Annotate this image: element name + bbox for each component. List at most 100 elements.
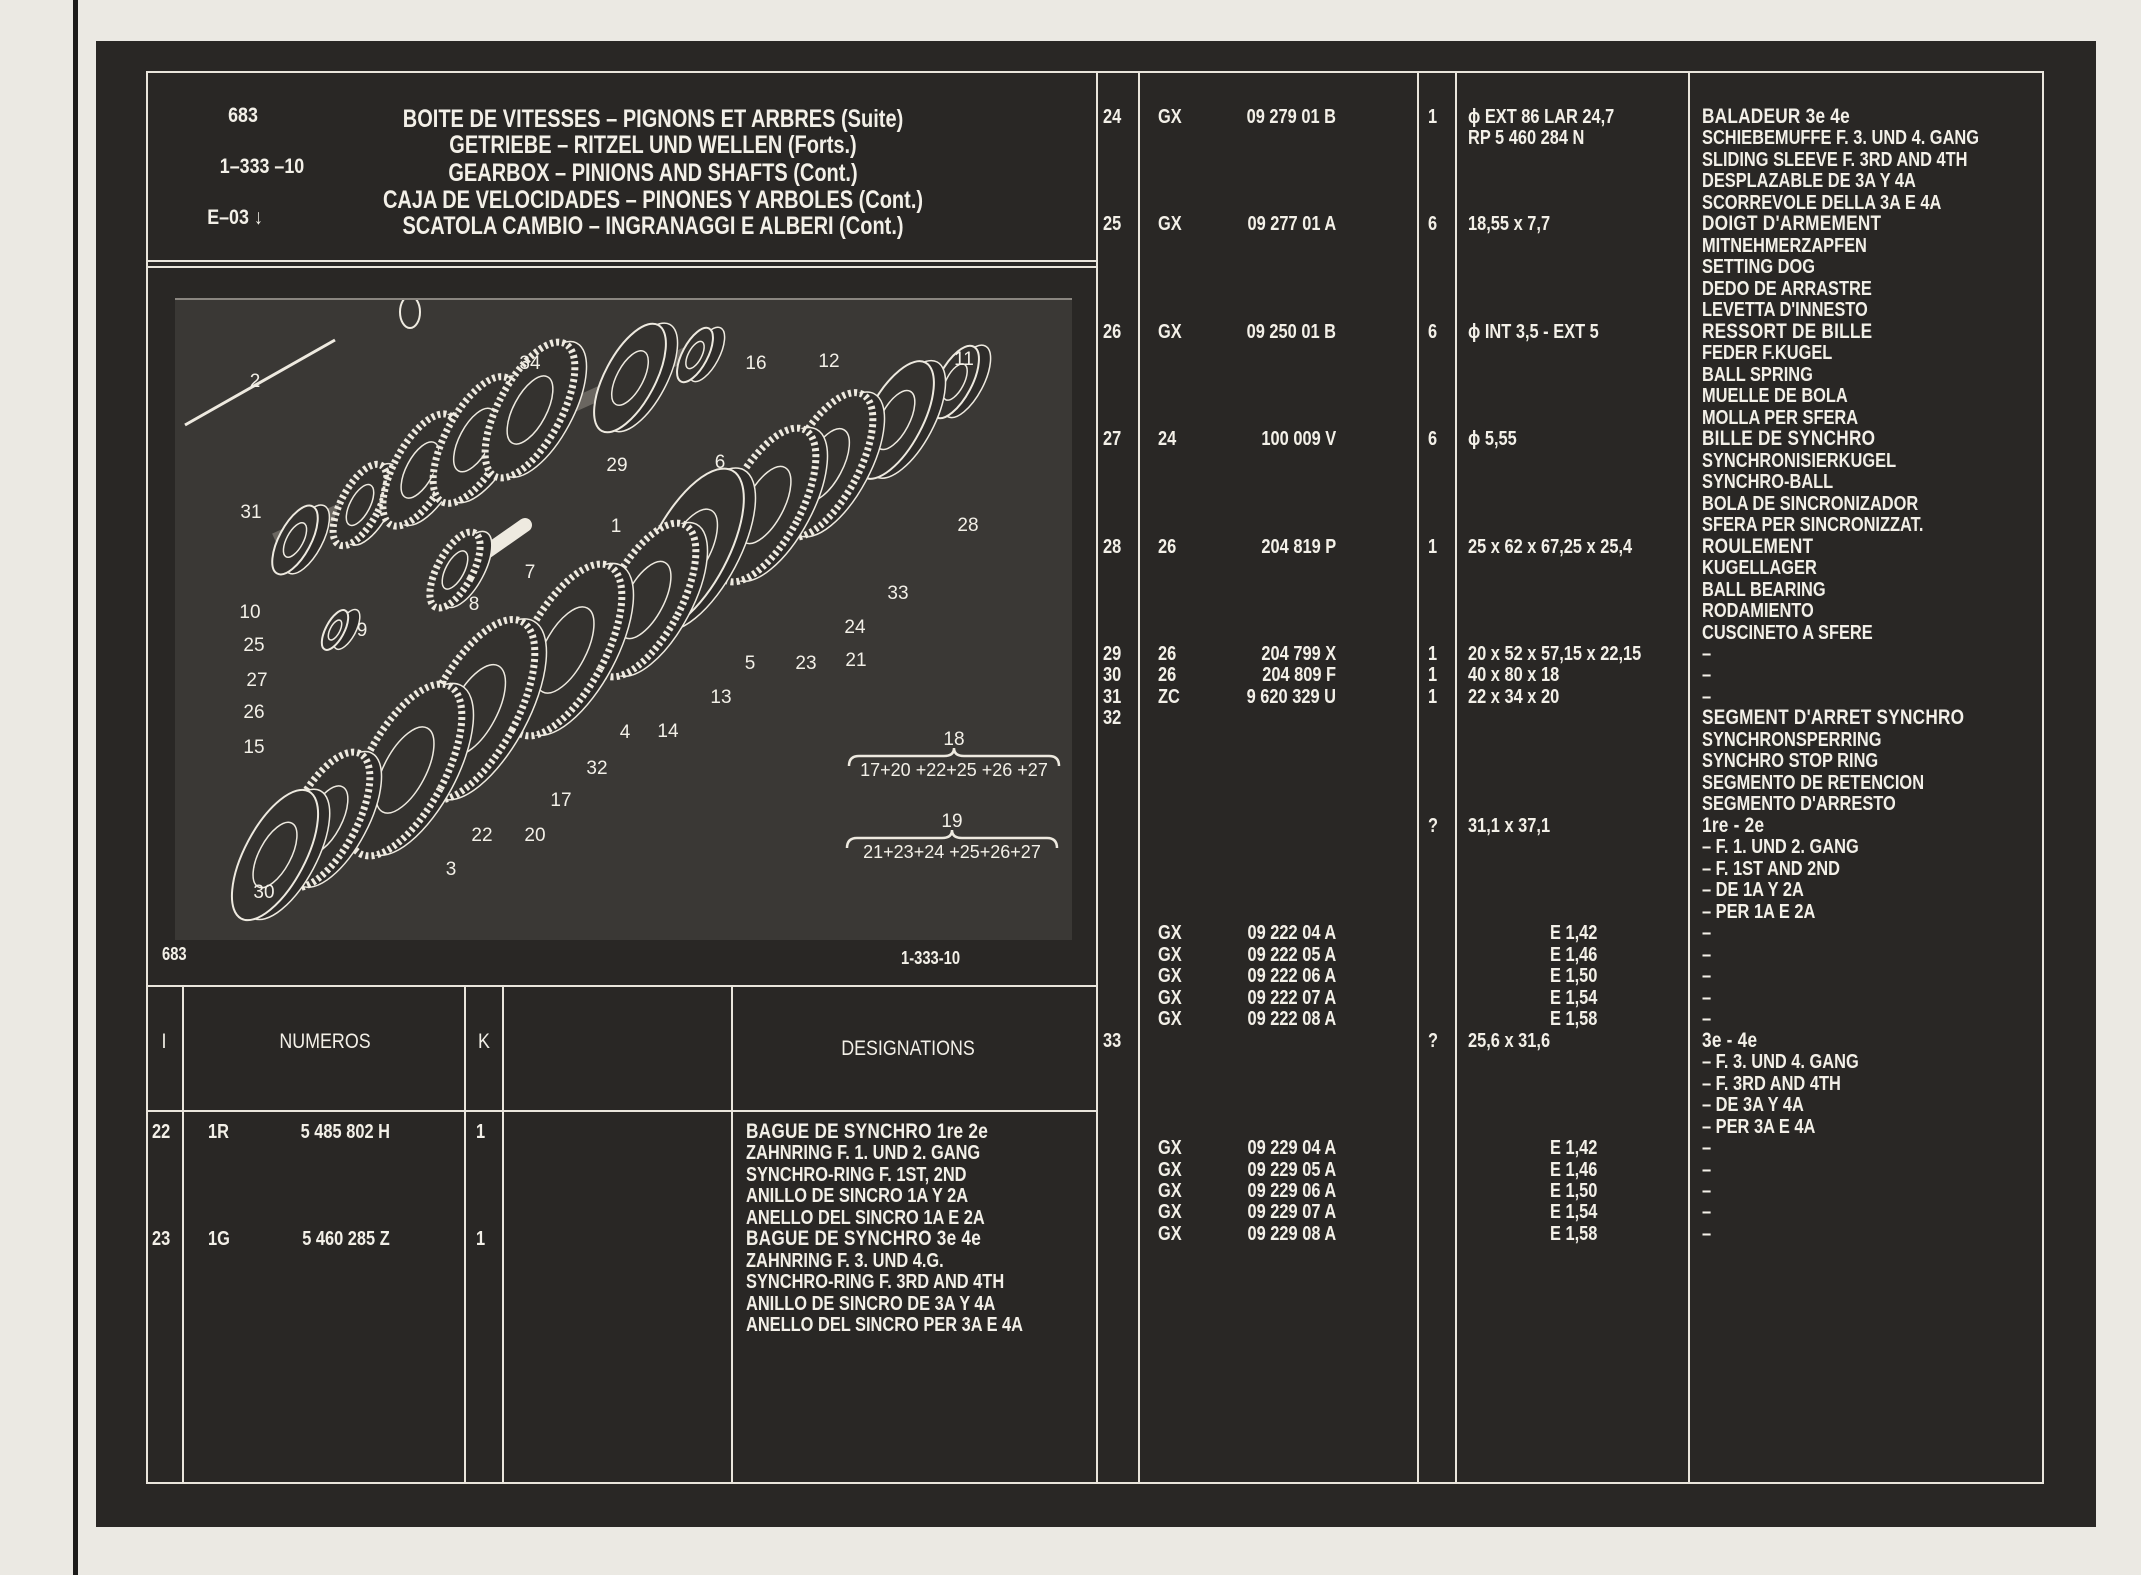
group-label: 19: [941, 811, 962, 832]
catalog-number: 683: [228, 104, 258, 127]
part-item-number: 23: [152, 1228, 171, 1251]
callout-label: 32: [586, 758, 607, 779]
part-quantity: 6: [1428, 213, 1438, 236]
part-number: 9 620 329 U: [1246, 685, 1336, 708]
bushing-9-icon: [320, 609, 350, 651]
designation-heading: 1re - 2e: [1702, 813, 1765, 837]
part-prefix: GX: [1158, 986, 1182, 1009]
designation-line: LEVETTA D'INNESTO: [1702, 299, 1868, 322]
section-code-text: E–03: [207, 206, 249, 229]
part-number: 09 277 01 A: [1247, 213, 1336, 236]
column-divider: [1417, 71, 1419, 1484]
part-dimensions: 25 x 62 x 67,25 x 25,4: [1468, 535, 1633, 558]
part-quantity: 1: [476, 1228, 486, 1251]
lower-table-top: [146, 985, 1096, 987]
column-header-qty: K: [478, 1030, 490, 1053]
part-item-number: 25: [1103, 213, 1122, 236]
countershaft-gear-icon-hub: [685, 340, 705, 370]
part-prefix: 26: [1158, 664, 1177, 687]
part-prefix: GX: [1158, 1137, 1182, 1160]
part-dimensions: ϕ EXT 86 LAR 24,7: [1468, 106, 1615, 128]
part-thickness: E 1,54: [1550, 1201, 1598, 1224]
part-thickness: E 1,42: [1550, 1137, 1598, 1160]
designation-line: SEGMENTO D'ARRESTO: [1702, 793, 1896, 816]
part-dimensions: 40 x 80 x 18: [1468, 664, 1560, 687]
part-thickness: E 1,50: [1550, 965, 1598, 988]
part-dimensions: 25,6 x 31,6: [1468, 1029, 1551, 1052]
part-thickness: E 1,50: [1550, 1180, 1598, 1202]
header-divider-double: [146, 266, 1096, 268]
group-label: 18: [943, 729, 964, 750]
designation-line: SLIDING SLEEVE F. 3RD AND 4TH: [1702, 148, 1968, 171]
designation-line: –: [1702, 1137, 1712, 1160]
designation-line: – DE 1A Y 2A: [1702, 879, 1804, 902]
designation-line: –: [1702, 922, 1712, 945]
callout-label: 31: [240, 502, 261, 523]
designation-line: – DE 3A Y 4A: [1702, 1094, 1804, 1117]
callout-label: 23: [795, 653, 816, 674]
part-prefix: 24: [1158, 428, 1177, 451]
part-thickness: E 1,42: [1550, 922, 1598, 945]
part-dimensions: ϕ 5,55: [1468, 428, 1517, 451]
part-quantity: 1: [1428, 643, 1438, 665]
part-item-number: 31: [1103, 685, 1122, 708]
part-prefix: GX: [1158, 1222, 1182, 1245]
callout-label: 9: [357, 620, 368, 641]
part-prefix: GX: [1158, 965, 1182, 988]
part-number: 09 222 07 A: [1247, 986, 1336, 1009]
part-prefix: GX: [1158, 1158, 1182, 1181]
designation-line: DESPLAZABLE DE 3A Y 4A: [1702, 170, 1916, 193]
designation-heading: SEGMENT D'ARRET SYNCHRO: [1702, 706, 1965, 730]
part-prefix: 1G: [208, 1228, 230, 1251]
part-item-number: 24: [1103, 106, 1122, 128]
designation-line: – PER 3A E 4A: [1702, 1115, 1816, 1138]
part-number: 100 009 V: [1261, 428, 1336, 451]
part-prefix: 26: [1158, 643, 1177, 665]
part-prefix: ZC: [1158, 685, 1180, 708]
film-edge-line: [73, 0, 78, 1575]
designation-line: –: [1702, 986, 1712, 1009]
designation-line: – F. 3RD AND 4TH: [1702, 1072, 1841, 1095]
callout-label: 14: [657, 721, 679, 742]
part-item-number: 33: [1103, 1029, 1122, 1052]
part-number: 09 222 05 A: [1247, 943, 1336, 966]
callout-label: 21: [845, 650, 866, 671]
part-item-number: 28: [1103, 535, 1122, 558]
part-number: 5 485 802 H: [300, 1121, 390, 1143]
designation-heading: BAGUE DE SYNCHRO 1re 2e: [746, 1120, 989, 1143]
title-de: GETRIEBE – RITZEL UND WELLEN (Forts.): [449, 131, 857, 159]
part-thickness: E 1,46: [1550, 943, 1598, 966]
designation-heading: BAGUE DE SYNCHRO 3e 4e: [746, 1227, 982, 1251]
title-it: SCATOLA CAMBIO – INGRANAGGI E ALBERI (Co…: [402, 212, 904, 240]
designation-line: ANELLO DEL SINCRO PER 3A E 4A: [746, 1314, 1024, 1337]
part-prefix: GX: [1158, 922, 1182, 945]
part-prefix: GX: [1158, 213, 1182, 236]
callout-label: 5: [745, 653, 756, 674]
part-prefix: 26: [1158, 535, 1177, 558]
designation-heading: BALADEUR 3e 4e: [1702, 105, 1850, 128]
part-prefix: GX: [1158, 1201, 1182, 1224]
part-quantity: 1: [1428, 535, 1438, 558]
part-prefix: GX: [1158, 320, 1182, 343]
designation-line: BALL SPRING: [1702, 363, 1813, 386]
callout-label: 22: [471, 825, 492, 846]
countershaft-gear-icon-hub: [506, 375, 554, 445]
brace-icon: [845, 829, 1059, 849]
title-en: GEARBOX – PINIONS AND SHAFTS (Cont.): [448, 159, 858, 187]
designation-line: SCORREVOLE DELLA 3A E 4A: [1702, 191, 1942, 214]
part-number: 09 250 01 B: [1246, 320, 1336, 343]
callout-label: 11: [954, 349, 974, 370]
designation-heading: ROULEMENT: [1702, 534, 1814, 558]
countershaft-gear-icon-hub: [610, 350, 650, 406]
part-item-number: 32: [1103, 707, 1122, 730]
column-divider: [1455, 71, 1457, 1484]
designation-line: SFERA PER SINCRONIZZAT.: [1702, 514, 1924, 537]
countershaft-gear-icon: [593, 322, 667, 434]
callout-label: 3: [446, 859, 457, 880]
part-dimensions: 20 x 52 x 57,15 x 22,15: [1468, 643, 1642, 665]
designation-line: BOLA DE SINCRONIZADOR: [1702, 492, 1919, 515]
part-number: 09 229 08 A: [1247, 1222, 1336, 1245]
callout-label: 4: [620, 722, 631, 743]
